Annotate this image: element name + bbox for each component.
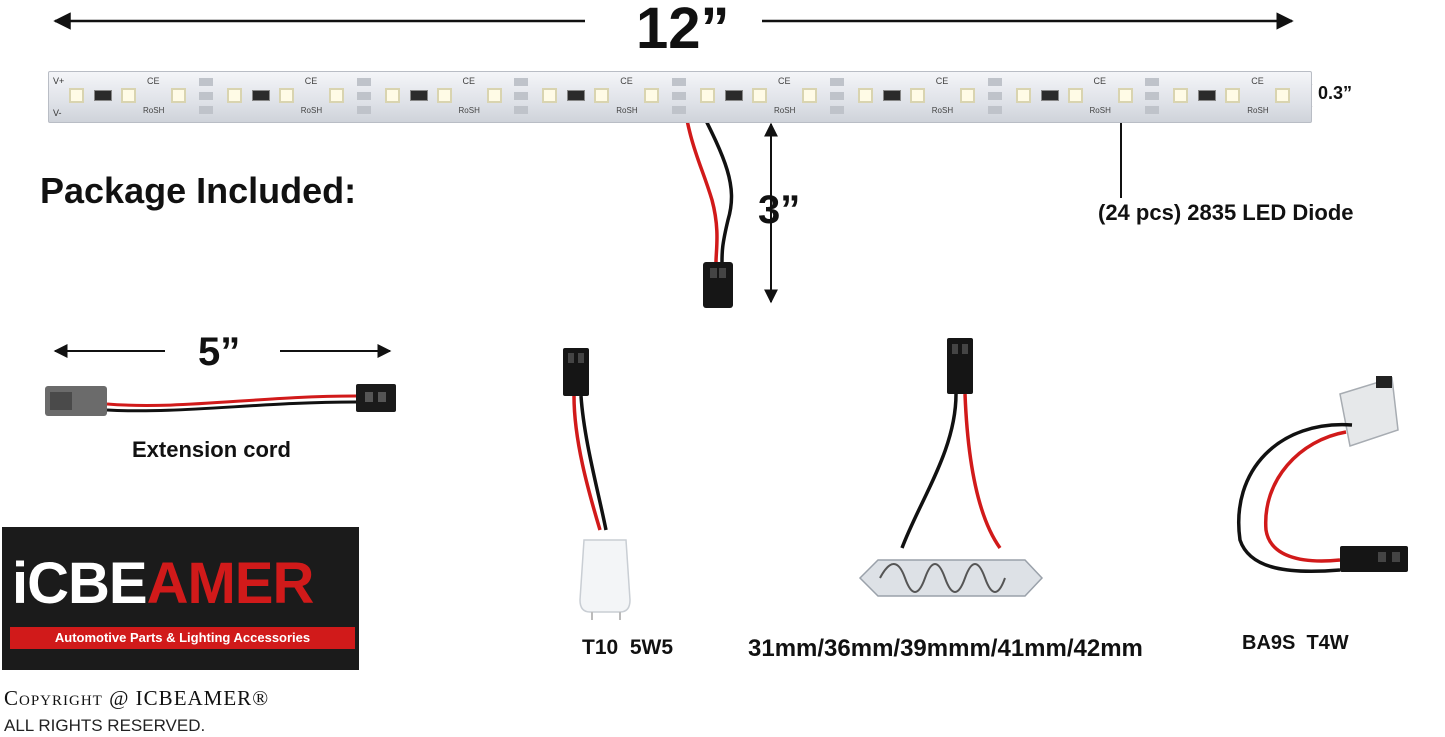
- led-diode: [121, 88, 136, 103]
- strip-rosh-mark: RoSH: [774, 106, 796, 115]
- led-strip-image: V+ V- CE RoSH CE RoSH CE RoSH CE RoSH CE RoSH CE Ro…: [48, 71, 1312, 123]
- led-diode: [278, 88, 294, 103]
- strip-ce-mark: CE: [147, 76, 160, 86]
- strip-vminus-label: V-: [53, 108, 62, 118]
- resistor-pad: [409, 90, 428, 101]
- led-diode: [644, 88, 660, 103]
- strip-lead-wire: [678, 79, 734, 308]
- resistor-pad: [725, 90, 743, 101]
- led-diode: [542, 88, 558, 103]
- resistor-pad: [1198, 90, 1217, 101]
- brand-logo-tagline: Automotive Parts & Lighting Accessories: [10, 627, 355, 649]
- led-diode: [1117, 88, 1133, 103]
- led-diode: [752, 88, 767, 103]
- strip-ce-mark: CE: [620, 76, 633, 86]
- led-diode: [1225, 88, 1241, 103]
- led-diode: [1173, 88, 1189, 103]
- strip-cut-pads: [514, 78, 529, 114]
- strip-rosh-mark: RoSH: [616, 106, 638, 115]
- strip-ce-mark: CE: [304, 76, 318, 86]
- strip-cut-pads: [672, 78, 686, 114]
- led-diode: [1275, 88, 1291, 103]
- led-diode: [959, 88, 975, 103]
- strip-cut-pads: [1145, 78, 1160, 114]
- resistor-pad: [94, 90, 112, 101]
- strip-rosh-mark: RoSH: [300, 106, 323, 115]
- strip-vplus-label: V+: [53, 76, 65, 86]
- ba9s-caption: BA9S T4W: [1242, 632, 1349, 654]
- diode-label: (24 pcs) 2835 LED Diode: [1098, 200, 1354, 225]
- festoon-adapter-image: [858, 338, 1044, 597]
- festoon-caption: 31mm/36mm/39mmm/41mm/42mm: [748, 635, 1143, 662]
- led-diode: [226, 88, 242, 103]
- resistor-pad: [882, 90, 901, 101]
- strip-rosh-mark: RoSH: [1247, 106, 1269, 115]
- cord-dimension-label: 5”: [198, 330, 241, 374]
- length-dimension-label: 12”: [636, 0, 730, 61]
- strip-cut-pads: [987, 78, 1002, 114]
- strip-ce-mark: CE: [462, 76, 476, 86]
- led-diode: [1015, 88, 1031, 103]
- led-diode: [384, 88, 400, 103]
- t10-caption: T10 5W5: [582, 636, 674, 659]
- lead-dimension-label: 3”: [758, 188, 801, 232]
- t10-adapter-image: [563, 348, 631, 620]
- strip-cut-pads: [198, 78, 213, 114]
- led-diode: [436, 88, 452, 103]
- led-diode: [328, 88, 344, 103]
- led-diode: [909, 88, 925, 103]
- strip-ce-mark: CE: [935, 76, 949, 86]
- strip-rosh-mark: RoSH: [1089, 106, 1111, 115]
- copyright-text: Copyright @ ICBEAMER®: [4, 686, 270, 710]
- led-diodes: CE RoSH CE RoSH CE RoSH CE RoSH CE RoSH CE RoSH CE Ro…: [49, 72, 1311, 122]
- strip-ce-mark: CE: [778, 76, 791, 86]
- brand-logo-wordmark: iCBEAMER: [12, 551, 314, 616]
- strip-cut-pads: [356, 78, 371, 114]
- led-diode: [700, 88, 715, 103]
- ba9s-adapter-image: [1237, 376, 1408, 573]
- led-diode: [802, 88, 817, 103]
- strip-rosh-mark: RoSH: [931, 106, 954, 115]
- extension-cord-caption: Extension cord: [132, 437, 291, 462]
- led-diode: [69, 88, 84, 103]
- resistor-pad: [251, 90, 270, 101]
- strip-cut-pads: [829, 78, 844, 114]
- strip-rosh-mark: RoSH: [143, 106, 165, 115]
- led-diode: [1067, 88, 1083, 103]
- package-title: Package Included:: [40, 170, 357, 211]
- led-diode: [171, 88, 186, 103]
- strip-ce-mark: CE: [1093, 76, 1107, 86]
- led-diode: [594, 88, 610, 103]
- resistor-pad: [1040, 90, 1059, 101]
- strip-ce-mark: CE: [1251, 76, 1264, 86]
- resistor-pad: [567, 90, 586, 101]
- led-diode: [486, 88, 502, 103]
- strip-rosh-mark: RoSH: [458, 106, 480, 115]
- led-diode: [857, 88, 873, 103]
- rights-text: ALL RIGHTS RESERVED.: [4, 716, 206, 735]
- extension-cord-image: [45, 384, 396, 416]
- width-dimension-label: 0.3”: [1318, 83, 1353, 103]
